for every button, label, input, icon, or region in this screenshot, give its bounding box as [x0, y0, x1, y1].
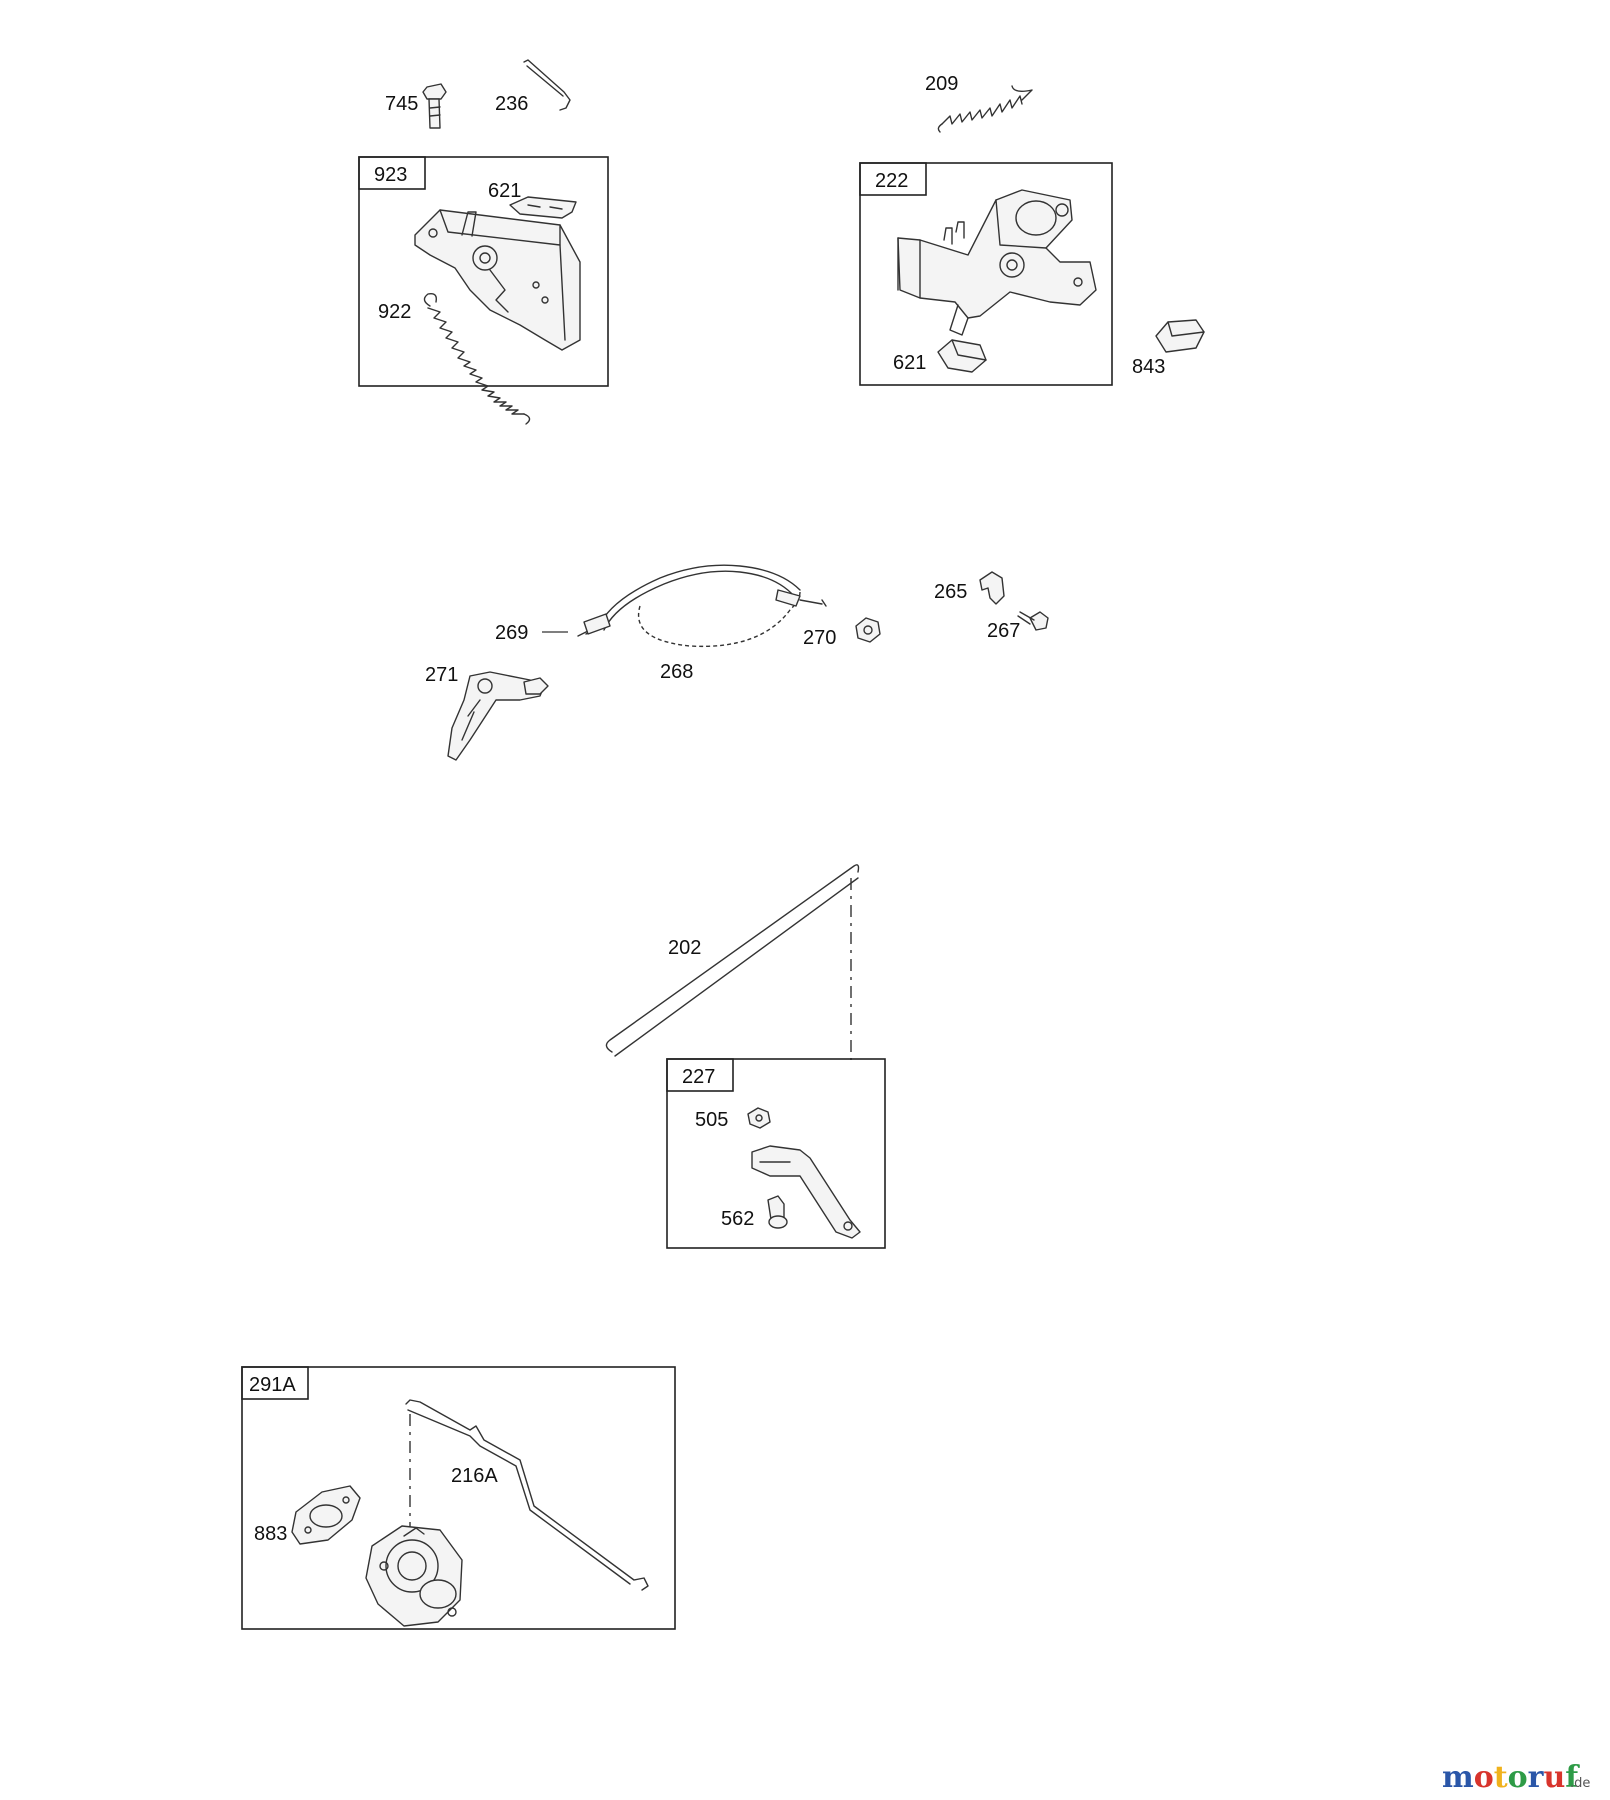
- control-bracket-part: [414, 209, 581, 351]
- label-883: 883: [254, 1523, 287, 1545]
- label-922: 922: [378, 301, 411, 323]
- label-202: 202: [668, 937, 701, 959]
- label-271: 271: [425, 664, 458, 686]
- cap-843-part: [1155, 319, 1205, 353]
- link-rod-236-part: [523, 59, 571, 111]
- governor-lever-part: [751, 1145, 861, 1239]
- clip-265-part: [979, 571, 1005, 605]
- logo-letter-f: f: [1565, 1760, 1580, 1795]
- group-923-frame: [358, 156, 609, 387]
- screw-267-part: [1017, 611, 1049, 631]
- logo-letter-o1: o: [1474, 1760, 1494, 1795]
- group-291A: 291A 216A 883: [241, 1366, 676, 1630]
- bolt-562-part: [767, 1195, 788, 1229]
- label-621-b: 621: [893, 352, 926, 374]
- svg-text:motoruf: motoruf: [1442, 1760, 1580, 1795]
- label-562: 562: [721, 1208, 754, 1230]
- label-745: 745: [385, 93, 418, 115]
- nut-270-part: [855, 617, 881, 643]
- logo-letter-r: r: [1528, 1760, 1545, 1795]
- clip-621-part: [509, 196, 577, 219]
- label-265: 265: [934, 581, 967, 603]
- group-222-label: 222: [875, 170, 908, 192]
- group-227-tag: [666, 1058, 734, 1092]
- group-291A-label: 291A: [249, 1374, 296, 1396]
- logo-letter-u: u: [1543, 1760, 1565, 1795]
- adapter-housing-part: [365, 1525, 463, 1627]
- logo-letter-m: m: [1442, 1760, 1474, 1795]
- logo-letter-t: t: [1494, 1760, 1508, 1795]
- control-plate-part: [897, 189, 1097, 336]
- label-267: 267: [987, 620, 1020, 642]
- label-505: 505: [695, 1109, 728, 1131]
- label-621: 621: [488, 180, 521, 202]
- lever-271-part: [447, 671, 549, 761]
- label-209: 209: [925, 73, 958, 95]
- group-222-tag: [859, 162, 927, 196]
- label-268: 268: [660, 661, 693, 683]
- label-236: 236: [495, 93, 528, 115]
- group-923: 923 621 922: [358, 156, 609, 425]
- group-291A-tag: [241, 1366, 309, 1400]
- group-227: 227 505 562: [666, 1058, 886, 1249]
- logo-letter-o2: o: [1508, 1760, 1528, 1795]
- group-222: 222 621: [859, 162, 1113, 386]
- gasket-883-part: [291, 1485, 361, 1545]
- logo-tld: .de: [1570, 1776, 1590, 1791]
- group-227-frame: [666, 1058, 886, 1249]
- bolt-745-part: [422, 83, 447, 129]
- spring-209-part: [937, 85, 1033, 133]
- label-843: 843: [1132, 356, 1165, 378]
- link-rod-216A-part: [405, 1399, 649, 1591]
- label-216A: 216A: [451, 1465, 498, 1487]
- motoruf-logo: motoruf .de: [1442, 1760, 1590, 1795]
- group-923-label: 923: [374, 164, 407, 186]
- group-291A-frame: [241, 1366, 676, 1630]
- nut-505-part: [747, 1107, 771, 1129]
- spring-922-part: [423, 292, 531, 425]
- clip-621-part-b: [937, 339, 987, 373]
- label-269: 269: [495, 622, 528, 644]
- label-270: 270: [803, 627, 836, 649]
- link-rod-202-part: [605, 864, 860, 1053]
- cable-268-part: [577, 564, 827, 648]
- group-227-label: 227: [682, 1066, 715, 1088]
- group-923-tag: [358, 156, 426, 190]
- group-222-frame: [859, 162, 1113, 386]
